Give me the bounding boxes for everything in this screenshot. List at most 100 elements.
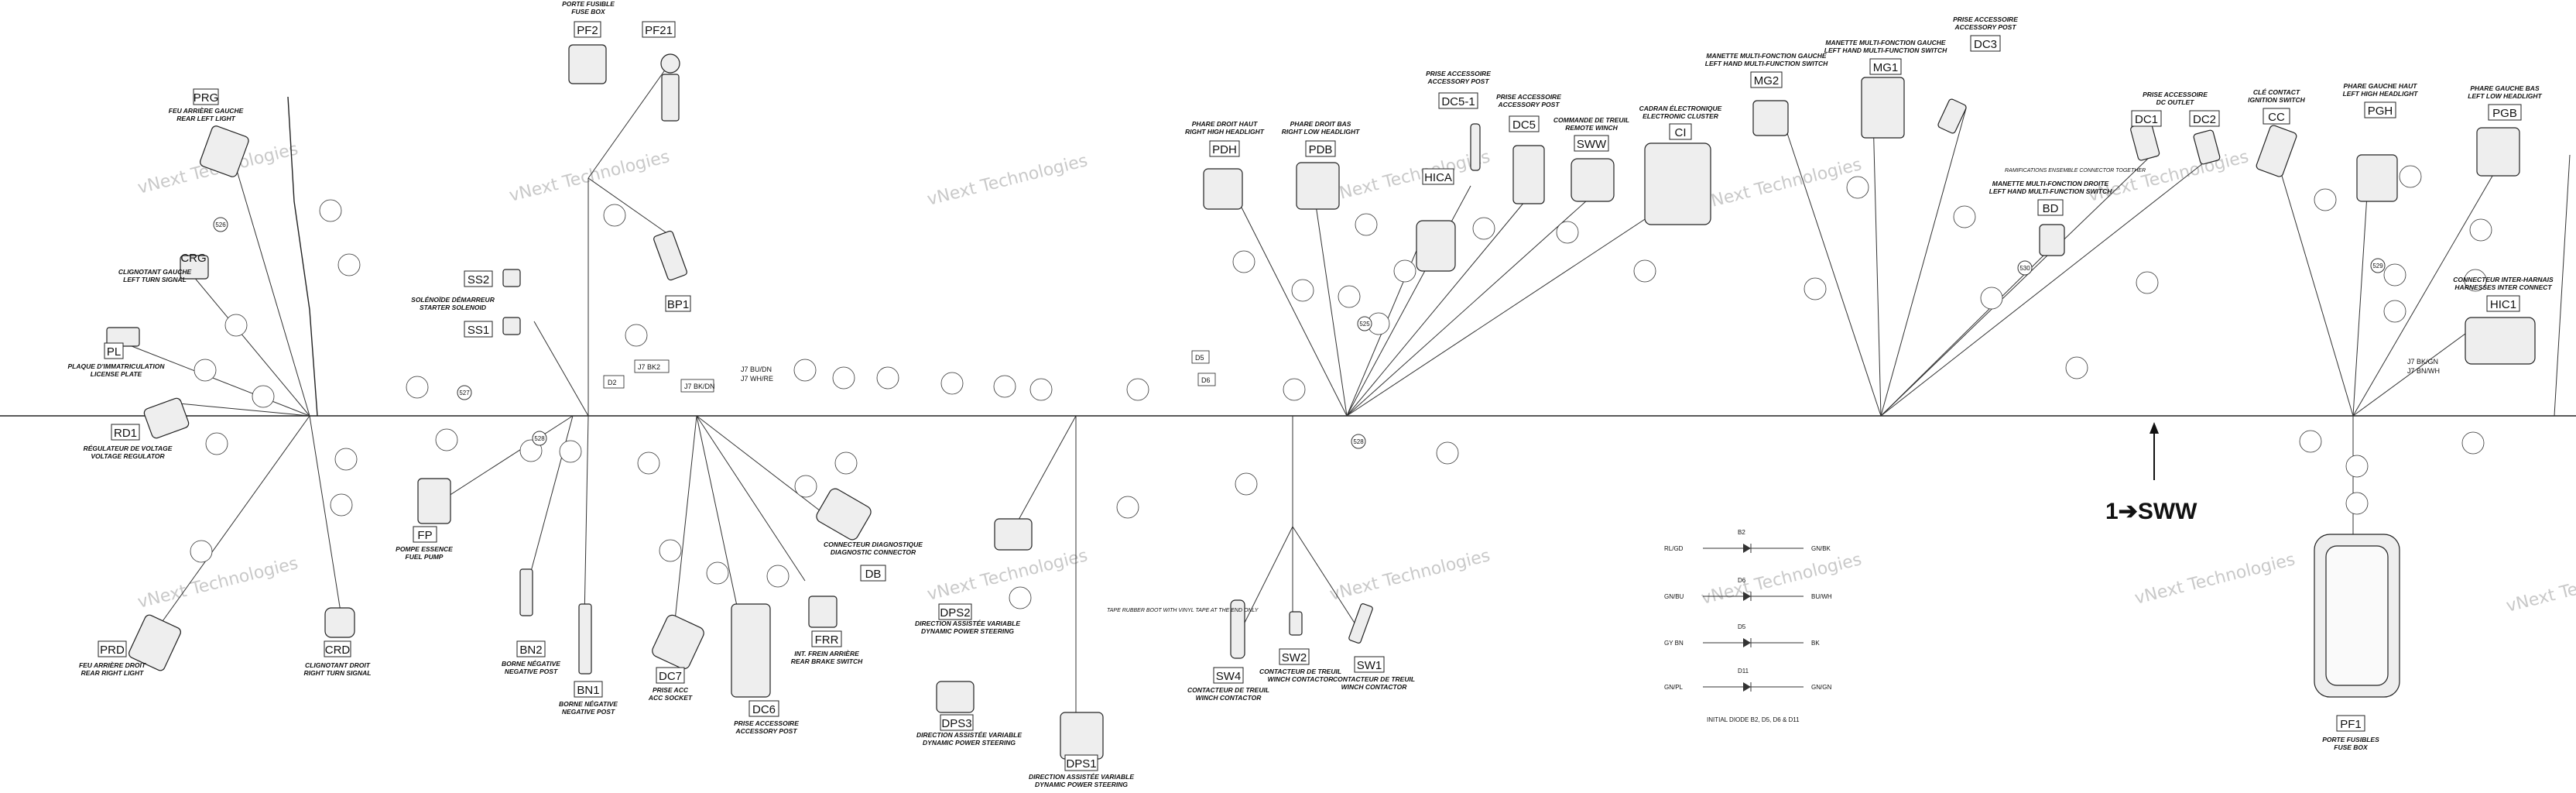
diode-icon — [1743, 682, 1751, 692]
code-ss2: SS2 — [468, 273, 489, 287]
connector-hic1 — [2465, 317, 2536, 365]
callout-528-b: 528 — [1353, 438, 1364, 445]
code-sw1: SW1 — [1357, 659, 1382, 672]
diode-left-d6: GN/BU — [1664, 593, 1684, 600]
wire-spec-bubble — [832, 366, 855, 390]
code-box-rd1 — [111, 424, 140, 441]
wire-spec-bubble — [2136, 271, 2159, 294]
code-ci: CI — [1675, 126, 1687, 139]
wire-spec-bubble — [2383, 263, 2406, 287]
wire-spec-bubble — [940, 372, 964, 395]
wire-spec-bubble — [1355, 213, 1378, 236]
wire-spec-bubble — [793, 359, 817, 382]
watermark: vNext Technologies — [925, 151, 1089, 210]
desc-fr-dc6: PRISE ACCESSOIRE — [734, 719, 799, 727]
note-ramifications: RAMIFICATIONS ENSEMBLE CONNECTOR TOGETHE… — [2005, 168, 2146, 173]
wire-spec-bubble — [603, 204, 626, 227]
wire-spec-bubble — [337, 253, 361, 276]
branch — [533, 321, 589, 417]
code-box-bn1 — [574, 681, 603, 698]
code-dc2: DC2 — [2193, 113, 2216, 126]
code-sw2: SW2 — [1282, 651, 1307, 664]
wire-spec-bubble — [190, 540, 213, 563]
wire-spec-bubble — [1633, 259, 1656, 283]
wire-spec-bubble — [435, 428, 458, 451]
code-box-dc5 — [1509, 115, 1540, 132]
branch — [1346, 201, 1526, 417]
branch — [584, 415, 589, 620]
connector-sw1 — [1348, 603, 1373, 644]
desc-en-crd: RIGHT TURN SIGNAL — [304, 669, 372, 677]
code-hic1: HIC1 — [2490, 298, 2516, 311]
wire-spec-bubble — [2345, 492, 2369, 515]
code-pdh: PDH — [1212, 143, 1237, 156]
diode-right-d11: GN/GN — [1811, 684, 1831, 691]
code-dps3: DPS3 — [941, 717, 971, 730]
code-box-hica — [1422, 168, 1454, 185]
code-prg: PRG — [194, 91, 219, 105]
branch — [1780, 112, 1882, 417]
desc-fr-pl: PLAQUE D'IMMATRICULATION — [68, 362, 166, 370]
callout-530: 530 — [2019, 265, 2030, 272]
code-box-cc — [2263, 108, 2290, 125]
desc-en-hic1: HARNESSES INTER CONNECT — [2454, 283, 2552, 291]
connector-bn1 — [578, 603, 592, 675]
desc-fr-mg2: MANETTE MULTI-FONCTION GAUCHE — [1706, 52, 1827, 60]
watermark: vNext Technologies — [2086, 147, 2250, 206]
desc-fr-sw2: CONTACTEUR DE TREUIL — [1259, 668, 1341, 675]
desc-en-dc1: DC OUTLET — [2156, 98, 2194, 106]
desc-en-ci: ELECTRONIC CLUSTER — [1643, 112, 1719, 120]
connector-hica — [1416, 220, 1456, 272]
diode-left-d5: GY BN — [1664, 640, 1684, 647]
watermark: vNext Technologies — [925, 546, 1089, 605]
wire-spec-bubble — [1804, 277, 1827, 300]
wire-spec-bubble — [1338, 285, 1361, 308]
branch — [1292, 526, 1363, 636]
trunk-rear-upper — [287, 96, 318, 417]
branch — [2352, 170, 2369, 417]
code-rd1: RD1 — [114, 427, 137, 440]
code-box-frr — [811, 630, 842, 647]
wire-spec-bubbles — [190, 165, 2492, 609]
desc-en-sw4: WINCH CONTACTOR — [1196, 694, 1262, 702]
wire-spec-bubble — [519, 439, 543, 462]
desc-fr-db: CONNECTEUR DIAGNOSTIQUE — [824, 541, 923, 548]
branch — [696, 415, 821, 512]
desc-fr-hic1: CONNECTEUR INTER-HARNAIS — [2453, 276, 2554, 283]
desc-fr-ci: CADRAN ÉLECTRONIQUE — [1639, 105, 1722, 112]
code-box-dc5-1 — [1438, 92, 1478, 109]
desc-fr-pf2: PORTE FUSIBLE — [562, 0, 615, 8]
splice-box-j7bkdn — [680, 379, 714, 393]
connector-dps1 — [1060, 712, 1104, 760]
code-box-pf1 — [2336, 715, 2365, 732]
code-box-pgb — [2488, 104, 2522, 121]
wire-spec-bubble — [252, 385, 275, 408]
connector-pf21 — [660, 53, 680, 74]
desc-en-dc5: ACCESSORY POST — [1497, 101, 1560, 108]
watermark: vNext Technologies — [1327, 147, 1492, 206]
watermark: vNext Technologies — [2132, 550, 2297, 609]
desc-fr-pgb: PHARE GAUCHE BAS — [2470, 84, 2540, 92]
code-box-dps2 — [938, 603, 972, 620]
callout-527: 527 — [459, 390, 470, 396]
diode-icon — [1743, 592, 1751, 601]
code-box-dc3 — [1970, 35, 2001, 52]
connector-crg — [180, 255, 209, 280]
branch — [1315, 204, 1348, 417]
branch — [2352, 162, 2501, 417]
desc-fr-ss1: SOLÉNOÏDE DÉMARREUR — [411, 296, 495, 304]
desc-fr-crd: CLIGNOTANT DROIT — [305, 661, 371, 669]
branch — [1238, 526, 1293, 636]
connector-bd — [2039, 224, 2065, 256]
wire-spec-bubble — [1436, 441, 1459, 465]
connector-mg1 — [1861, 77, 1905, 139]
wire-spec-bubble — [205, 432, 228, 455]
desc-en-pf2: FUSE BOX — [571, 8, 606, 15]
branch — [1872, 115, 1882, 417]
connector-cc — [2256, 125, 2297, 177]
desc-en-dps2: DYNAMIC POWER STEERING — [921, 627, 1014, 635]
connector-rd1 — [143, 397, 190, 439]
code-box-crd — [324, 640, 351, 657]
desc-en-pgh: LEFT HIGH HEADLIGHT — [2343, 90, 2419, 98]
